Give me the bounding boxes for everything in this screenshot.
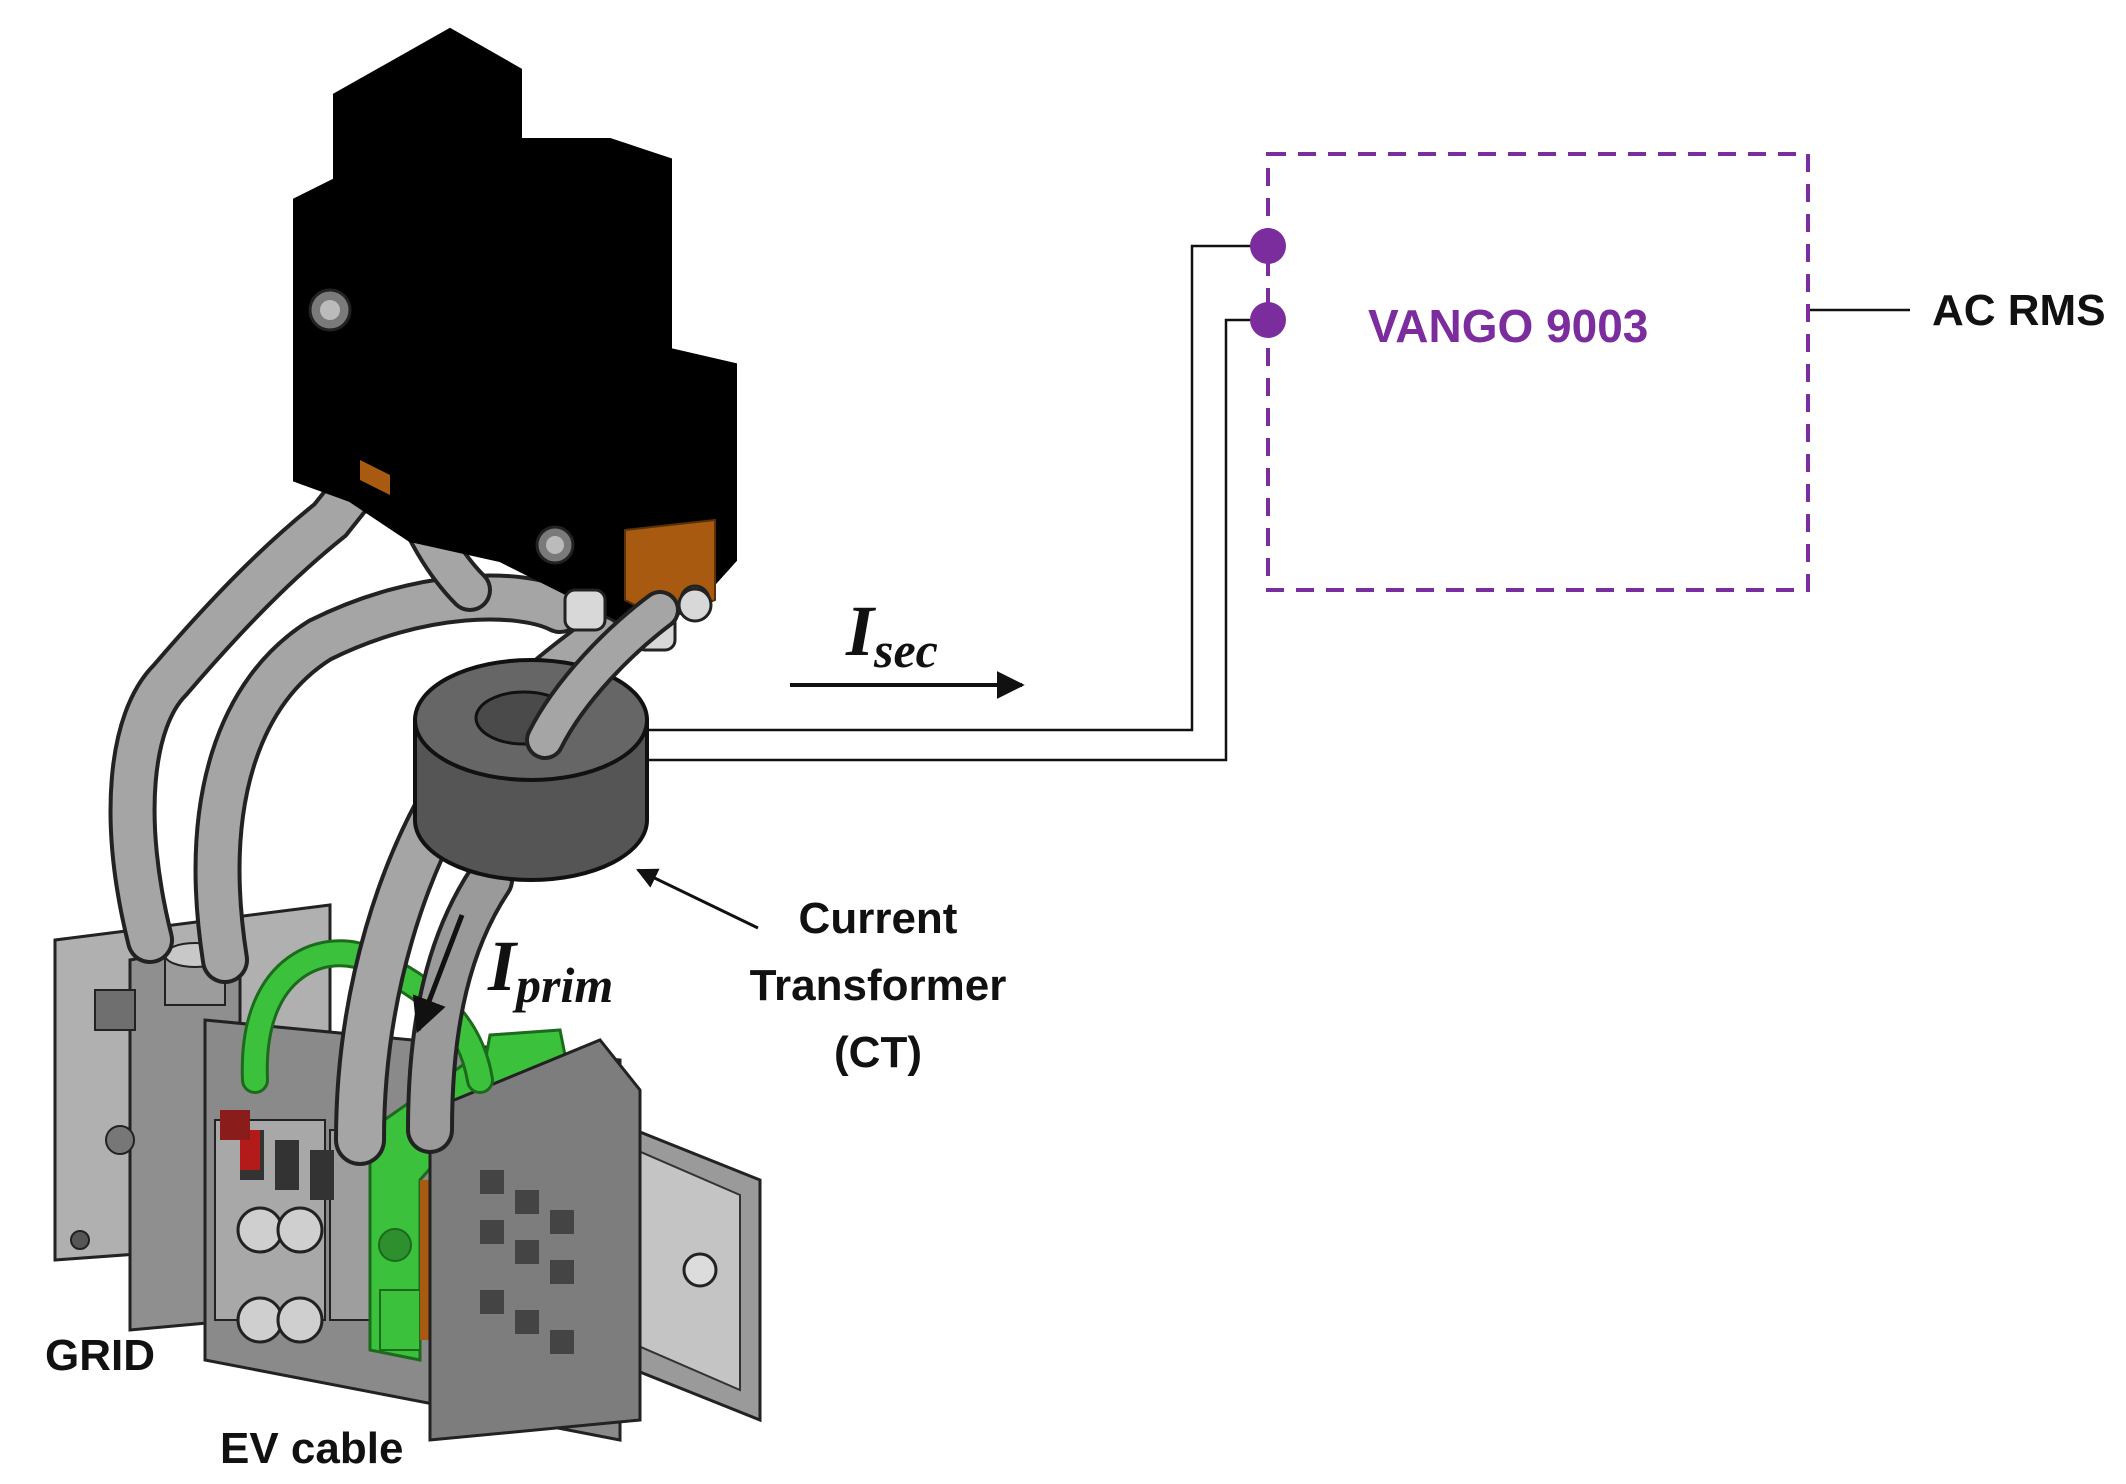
svg-text:Iprim: Iprim [487,926,613,1013]
meter-terminal-2 [1250,302,1286,338]
current-transformer [413,587,713,882]
ct-callout-arrow [636,868,759,930]
ct-label-line1: Current [799,894,958,943]
i-prim-annotation: Iprim [412,914,613,1034]
ac-rms-label: AC RMS [1932,286,2106,335]
vango-meter: VANGO 9003 [1250,152,1810,592]
rail-screw-icon [682,1252,718,1288]
i-sec-symbol: I [845,591,877,671]
meter-name-label: VANGO 9003 [1368,300,1648,352]
threaded-bolt-icon [94,989,136,1031]
i-sec-annotation: Isec [790,591,1025,699]
i-sec-subscript: sec [873,622,938,678]
grid-label: GRID [45,1331,155,1380]
contactor-housing [293,27,737,652]
terminal-block [203,1018,642,1442]
ct-secondary-wire-2 [647,318,1268,762]
terminal-stack [428,1038,642,1442]
i-prim-arrow [412,914,465,1034]
ev-cable [197,577,580,980]
ev-cable-label: EV cable [220,1424,403,1473]
meter-dashed-box [1266,152,1810,592]
ct-callout: Current Transformer (CT) [636,868,1007,1077]
svg-text:Isec: Isec [845,591,938,678]
hardware-assembly [53,27,762,1442]
ct-label-line2: Transformer [750,961,1007,1010]
meter-terminal-1 [1250,228,1286,264]
i-prim-symbol: I [487,926,519,1006]
i-prim-subscript: prim [512,957,613,1013]
ct-secondary-wire-1 [647,244,1268,732]
terminal-screw-icon [236,1206,284,1254]
ct-label-line3: (CT) [834,1028,922,1077]
ct-secondary-wiring [647,244,1910,762]
